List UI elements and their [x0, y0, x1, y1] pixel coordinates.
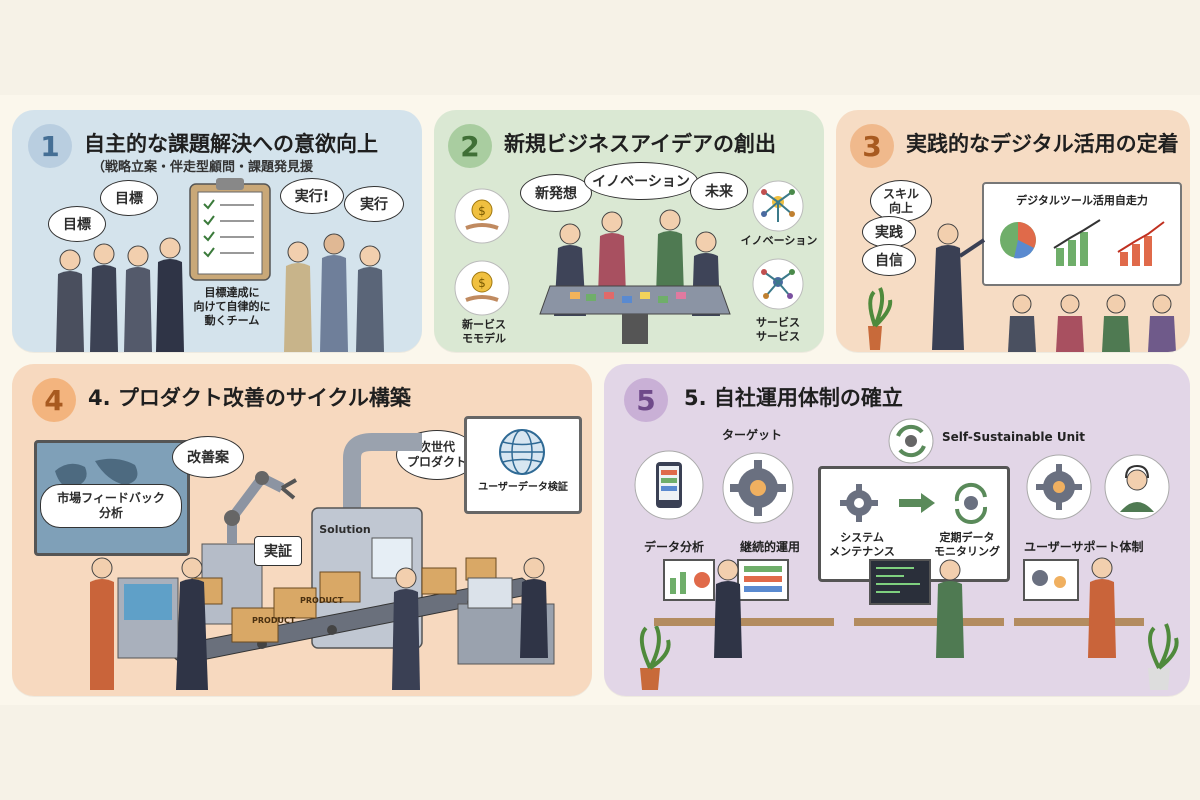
bubble-confidence: 自信: [862, 244, 916, 276]
label-continuous-operation: 継続的運用: [740, 540, 801, 554]
presenter-and-audience-illustration: [868, 223, 1176, 352]
phone-dashboard-icon: [634, 450, 704, 520]
label-product-2: PRODUCT: [300, 596, 344, 605]
panel-4-product-improvement-cycle: 4 4. プロダクト改善のサイクル構築 市場フィードバック 分析 改善案 次世代…: [12, 364, 592, 696]
label-innovation-icon: イノベーション: [740, 234, 818, 247]
clipboard-checklist-icon: [189, 178, 271, 281]
svg-text:$: $: [478, 204, 486, 218]
label-user-data-verification: ユーザーデータ検証: [478, 482, 568, 493]
panel-2-title: 新規ビジネスアイデアの創出: [504, 132, 776, 156]
money-hand-icon: $: [454, 188, 510, 244]
panel-1-team-caption: 目標達成に 向けて自律的に 動くチーム: [193, 286, 271, 327]
bubble-goal-1: 目標: [48, 206, 106, 242]
label-system-maintenance: システム メンテナンス: [829, 531, 895, 558]
panel-1-autonomous-problem-solving: 1 自主的な課題解決への意欲向上 （戦略立案・伴走型顧問・課題発見援 目標 目標…: [12, 110, 422, 352]
pie-chart-icon: [1000, 222, 1036, 259]
svg-text:$: $: [478, 276, 486, 290]
arrow-right-icon: [899, 493, 935, 513]
bubble-execute: 実行: [344, 186, 404, 222]
settings-gear-icon: [1026, 454, 1092, 520]
panel-5-self-operation-system: 5 5. 自社運用体制の確立 ターゲット Self-Sustainable Un…: [604, 364, 1190, 696]
label-self-sustainable-unit: Self-Sustainable Unit: [942, 430, 1085, 444]
factory-conveyor-illustration: [90, 433, 555, 690]
label-periodic-data-monitoring: 定期データ モニタリング: [934, 531, 1000, 558]
label-new-service-model: 新ービス モモデル: [462, 318, 506, 345]
bubble-improvement-idea: 改善案: [172, 436, 244, 478]
panel-4-number-badge: 4: [32, 378, 76, 422]
lightbulb-network-icon: [752, 180, 804, 232]
globe-icon: [499, 429, 545, 475]
growth-chart-icon: [1117, 221, 1165, 266]
bar-chart-icon: [1053, 219, 1101, 266]
meeting-table-illustration: [539, 209, 731, 344]
maintenance-gear-icon: [840, 484, 878, 522]
office-workstations-illustration: [639, 557, 1179, 690]
user-data-verification-screen: ユーザーデータ検証: [464, 416, 582, 514]
team-people-illustration: [56, 233, 384, 352]
panel-2-new-business-ideas: 2 新規ビジネスアイデアの創出 新発想 イノベーション 未来 $ $ 新ービス …: [434, 110, 824, 352]
label-product-1: PRODUCT: [252, 616, 296, 625]
panel-2-number-badge: 2: [448, 124, 492, 168]
label-proof: 実証: [254, 536, 302, 566]
label-data-analysis: データ分析: [644, 540, 705, 554]
label-target: ターゲット: [722, 428, 783, 442]
recycle-gear-icon: [888, 418, 934, 464]
monitoring-cycle-icon: [954, 482, 988, 525]
panel-1-title: 自主的な課題解決への意欲向上: [84, 132, 378, 156]
label-solution: Solution: [319, 522, 371, 536]
board-title: デジタルツール活用自走力: [1016, 194, 1148, 207]
bubble-goal-2: 目標: [100, 180, 158, 216]
bubble-execute-exclaim: 実行!: [280, 178, 344, 214]
panel-5-number-badge: 5: [624, 378, 668, 422]
bubble-practice: 実践: [862, 216, 916, 248]
panel-5-title: 5. 自社運用体制の確立: [684, 386, 903, 410]
panel-3-digital-adoption: 3 実践的なデジタル活用の定着 スキル 向上 実践 自信 デジタルツール活用自走…: [836, 110, 1190, 352]
label-service: サービス サービス: [756, 316, 800, 343]
panel-3-title: 実践的なデジタル活用の定着: [906, 132, 1179, 156]
coin-hand-icon: $: [454, 260, 510, 316]
panel-3-number-badge: 3: [850, 124, 894, 168]
bubble-future: 未来: [690, 172, 748, 210]
bubble-new-idea: 新発想: [520, 174, 592, 212]
gear-icon: [722, 452, 794, 524]
label-market-feedback-analysis: 市場フィードバック 分析: [40, 484, 182, 528]
panel-1-number-badge: 1: [28, 124, 72, 168]
panel-1-subtitle: （戦略立案・伴走型顧問・課題発見援: [92, 160, 314, 175]
label-user-support-system: ユーザーサポート体制: [1024, 540, 1144, 554]
bubble-innovation: イノベーション: [584, 162, 698, 200]
support-operator-icon: [1104, 454, 1170, 520]
service-network-icon: [752, 258, 804, 310]
bubble-skill-up: スキル 向上: [870, 180, 932, 222]
panel-4-title: 4. プロダクト改善のサイクル構築: [88, 386, 411, 410]
presentation-board: デジタルツール活用自走力: [982, 182, 1182, 286]
